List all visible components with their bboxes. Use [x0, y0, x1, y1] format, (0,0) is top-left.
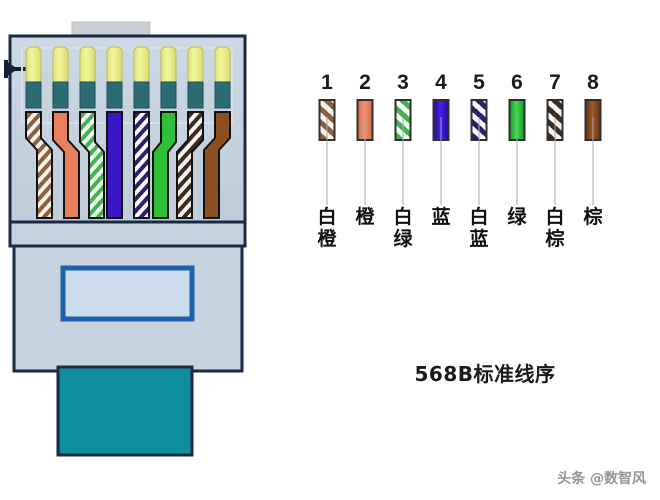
connector-wire-1-white-orange — [25, 111, 53, 219]
wire-label-7-line1: 白 — [545, 206, 565, 228]
connector-pin-5 — [133, 46, 150, 109]
connector-wire-6-green — [152, 111, 177, 219]
pin-number-1: 1 — [321, 71, 333, 94]
network-cable-sheath — [56, 365, 194, 457]
connector-notch-arrow — [7, 62, 18, 76]
connector-neck — [8, 220, 247, 248]
connector-pin-6 — [160, 46, 177, 109]
wire-label-8-line1: 棕 — [583, 206, 603, 228]
rj45-connector-illustration — [0, 0, 300, 500]
wire-label-1-line1: 白 — [317, 206, 337, 228]
pin-number-5: 5 — [473, 71, 485, 94]
pin-number-8: 8 — [587, 71, 599, 94]
wire-label-1-line2: 橙 — [317, 228, 337, 250]
legend-column-5: 5 白 蓝 — [462, 70, 496, 250]
connector-wire-2-orange — [52, 111, 80, 219]
wire-label-5-line2: 蓝 — [469, 228, 489, 250]
rj45-connector-svg — [4, 21, 247, 457]
wire-label-6: 绿 — [500, 206, 534, 228]
legend-column-4: 4 蓝 — [424, 70, 458, 228]
connector-pin-2 — [52, 46, 69, 109]
pin-number-2: 2 — [359, 71, 371, 94]
connector-pin-1 — [25, 46, 42, 109]
pin-number-4: 4 — [435, 71, 447, 94]
legend-column-3: 3 白 绿 — [386, 70, 420, 250]
connector-pin-4 — [106, 46, 123, 109]
wire-label-2-line1: 橙 — [355, 206, 375, 228]
connector-wire-7-white-brown — [176, 111, 204, 219]
connector-pin-7 — [187, 46, 204, 109]
connector-wire-4-blue — [106, 111, 123, 219]
connector-wire-3-white-green — [79, 111, 105, 219]
legend-column-2: 2 橙 — [348, 70, 382, 228]
wire-label-8: 棕 — [576, 206, 610, 228]
wire-order-legend: 1 白 橙 2 橙 3 — [310, 70, 660, 320]
leader-line-6 — [516, 117, 518, 205]
wire-label-4: 蓝 — [424, 206, 458, 228]
legend-column-8: 8 棕 — [576, 70, 610, 228]
leader-line-3 — [402, 117, 404, 205]
wire-label-3-line2: 绿 — [393, 228, 413, 250]
leader-line-2 — [364, 117, 366, 205]
wire-label-7-line2: 棕 — [545, 228, 565, 250]
diagram-caption: 568B标准线序 — [414, 362, 556, 386]
watermark-text: 头条 @数智风 — [557, 471, 646, 487]
wire-label-6-line1: 绿 — [507, 206, 527, 228]
connector-pin-3 — [79, 46, 96, 109]
wire-label-7: 白 棕 — [538, 206, 572, 250]
connector-pin-group — [25, 46, 231, 109]
wire-label-3-line1: 白 — [393, 206, 413, 228]
leader-line-8 — [592, 117, 594, 205]
legend-column-1: 1 白 橙 — [310, 70, 344, 250]
leader-line-1 — [326, 117, 328, 205]
legend-column-7: 7 白 棕 — [538, 70, 572, 250]
connector-inner-guide — [21, 47, 233, 124]
wire-label-1: 白 橙 — [310, 206, 344, 250]
connector-pin-8 — [214, 46, 231, 109]
pin-number-7: 7 — [549, 71, 561, 94]
leader-line-4 — [440, 117, 442, 205]
legend-column-6: 6 绿 — [500, 70, 534, 228]
connector-wire-group — [25, 111, 231, 219]
wire-label-5-line1: 白 — [469, 206, 489, 228]
pin-number-6: 6 — [511, 71, 523, 94]
leader-line-5 — [478, 117, 480, 205]
connector-wire-5-white-blue — [133, 111, 150, 219]
leader-line-7 — [554, 117, 556, 205]
pin-number-3: 3 — [397, 71, 409, 94]
connector-window-outline — [60, 265, 195, 322]
wire-label-5: 白 蓝 — [462, 206, 496, 250]
wire-label-2: 橙 — [348, 206, 382, 228]
connector-wire-8-brown — [203, 111, 231, 219]
wire-label-3: 白 绿 — [386, 206, 420, 250]
wire-label-4-line1: 蓝 — [431, 206, 451, 228]
